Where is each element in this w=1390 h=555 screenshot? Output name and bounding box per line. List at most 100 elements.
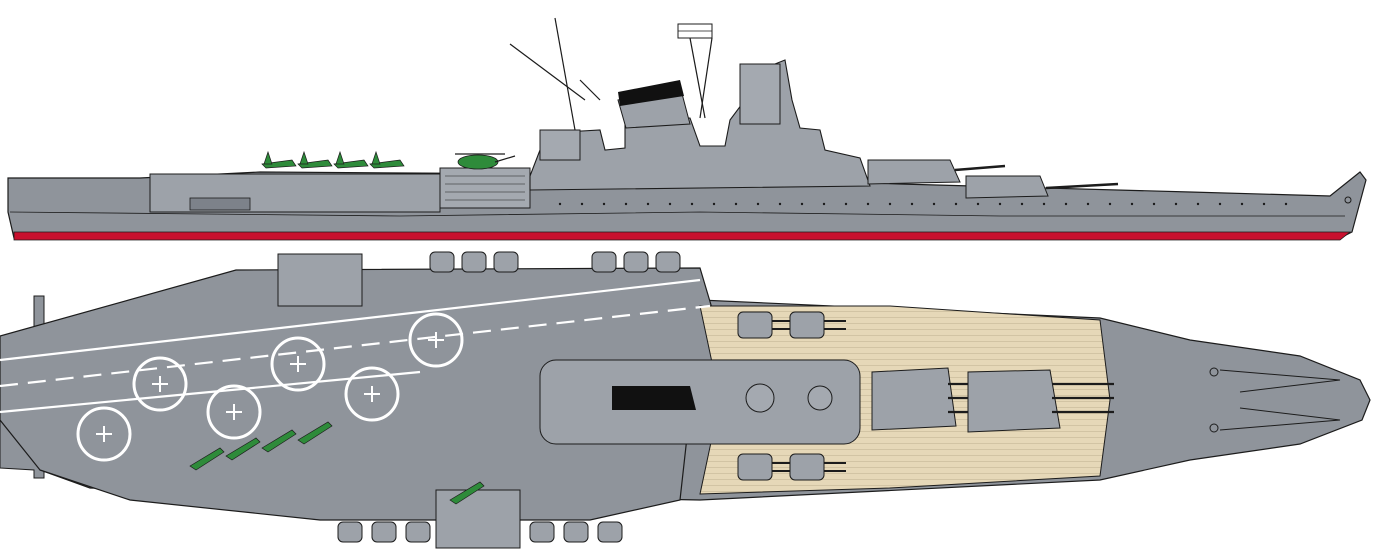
- porthole: [1152, 202, 1156, 206]
- plan-mast-base: [745, 383, 775, 413]
- gun-mount: [337, 521, 363, 543]
- plan-funnel: [612, 386, 696, 410]
- anchor-icon: [1209, 423, 1219, 433]
- porthole: [1042, 202, 1046, 206]
- plan-island: [539, 359, 861, 445]
- triple-gun-turret-icon: [967, 369, 1061, 433]
- porthole: [1064, 202, 1068, 206]
- profile-funnel-cap: [618, 80, 684, 106]
- gun-mount: [529, 521, 555, 543]
- jet-aircraft-icon: [261, 150, 297, 169]
- landing-line: [0, 304, 711, 388]
- profile-aft-director: [539, 129, 581, 161]
- porthole: [624, 202, 628, 206]
- profile-hangar-opening: [439, 167, 531, 209]
- landing-line: [0, 278, 701, 362]
- plan-deck-aircraft: [189, 421, 485, 505]
- gun-mount: [655, 251, 681, 273]
- porthole: [910, 202, 914, 206]
- circle-cross-icon: [408, 312, 464, 368]
- gun-mount: [429, 251, 455, 273]
- profile-helicopter: [455, 153, 516, 170]
- gun-mount: [493, 251, 519, 273]
- plan-flight-deck: [0, 267, 723, 521]
- porthole: [888, 202, 892, 206]
- porthole: [866, 202, 870, 206]
- porthole: [822, 202, 826, 206]
- jet-aircraft-icon: [369, 150, 405, 169]
- gun-mount: [405, 521, 431, 543]
- profile-masts: [509, 17, 713, 131]
- circle-cross-icon: [344, 366, 400, 422]
- jet-aircraft-icon: [261, 429, 297, 453]
- porthole: [998, 202, 1002, 206]
- jet-aircraft-icon: [297, 150, 333, 169]
- porthole: [734, 202, 738, 206]
- porthole: [1262, 202, 1266, 206]
- porthole: [800, 202, 804, 206]
- profile-sheer-line: [9, 211, 1345, 217]
- helicopter-icon: [457, 154, 499, 170]
- porthole: [1218, 202, 1222, 206]
- twin-gun-turret-icon: [789, 311, 846, 339]
- circle-cross-icon: [270, 336, 326, 392]
- gun-mount: [623, 251, 649, 273]
- porthole: [976, 202, 980, 206]
- porthole: [580, 202, 584, 206]
- circle-cross-icon: [132, 356, 188, 412]
- gun-mount: [591, 251, 617, 273]
- porthole: [778, 202, 782, 206]
- gun-mount: [371, 521, 397, 543]
- porthole: [844, 202, 848, 206]
- porthole: [1130, 202, 1134, 206]
- plan-main-turret-a: [967, 369, 1114, 433]
- profile-turret-b: [867, 159, 961, 185]
- plan-island-base: [539, 359, 861, 445]
- twin-gun-turret-icon: [789, 453, 846, 481]
- jet-aircraft-icon: [333, 150, 369, 169]
- porthole: [712, 202, 716, 206]
- profile-hangar-door: [189, 197, 251, 211]
- plan-director: [807, 385, 833, 411]
- top-plan-view: [0, 251, 1371, 549]
- porthole: [1240, 202, 1244, 206]
- porthole: [1108, 202, 1112, 206]
- profile-turret-a: [965, 175, 1049, 199]
- side-profile-view: [7, 17, 1367, 241]
- profile-hangar-ribs: [445, 175, 525, 201]
- gun-mount: [563, 521, 589, 543]
- porthole: [954, 202, 958, 206]
- porthole: [1174, 202, 1178, 206]
- triple-gun-turret-icon: [871, 367, 957, 431]
- circle-cross-icon: [76, 406, 132, 462]
- jet-aircraft-icon: [225, 437, 261, 461]
- porthole: [1020, 202, 1024, 206]
- porthole: [932, 202, 936, 206]
- profile-aircraft-row: [261, 150, 405, 169]
- profile-superstructure: [529, 59, 871, 191]
- anchor-icon: [1209, 367, 1219, 377]
- jet-aircraft-icon: [449, 481, 485, 505]
- porthole: [558, 202, 562, 206]
- profile-boot-topping: [13, 231, 1352, 241]
- plan-elevator-aft: [277, 253, 363, 307]
- gun-mount: [597, 521, 623, 543]
- porthole: [602, 202, 606, 206]
- porthole: [1086, 202, 1090, 206]
- porthole: [1284, 202, 1288, 206]
- anchor-icon: [1344, 196, 1352, 204]
- twin-gun-turret-icon: [737, 453, 794, 481]
- porthole: [668, 202, 672, 206]
- porthole: [756, 202, 760, 206]
- plan-elevator-side: [435, 489, 521, 549]
- jet-aircraft-icon: [189, 447, 225, 471]
- gun-mount: [461, 251, 487, 273]
- plan-helipads: [76, 312, 464, 462]
- profile-fwd-tower: [739, 63, 781, 125]
- jet-aircraft-icon: [297, 421, 333, 445]
- plan-secondary-turrets: [737, 311, 846, 481]
- plan-anchor-gear: [1209, 367, 1341, 433]
- circle-cross-icon: [206, 384, 262, 440]
- porthole: [646, 202, 650, 206]
